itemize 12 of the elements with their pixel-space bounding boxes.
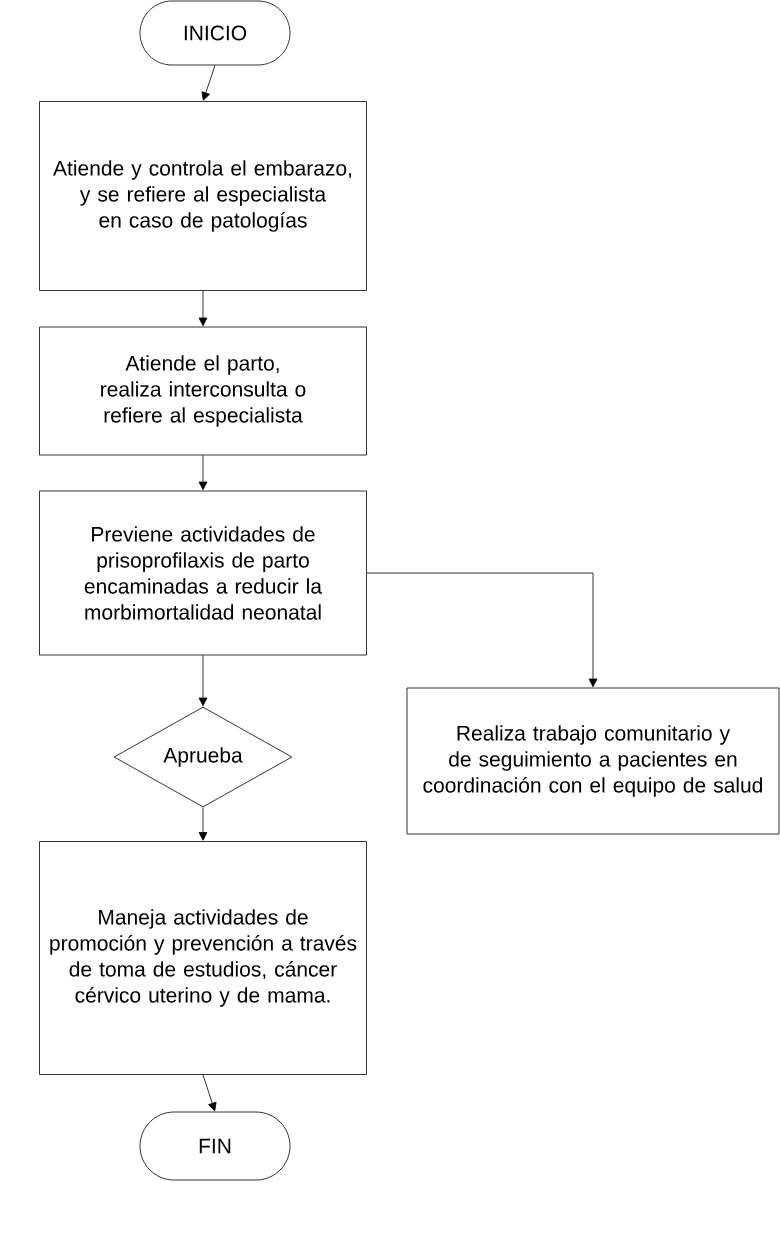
arrow xyxy=(198,655,208,707)
arrow xyxy=(201,65,216,101)
arrow xyxy=(198,807,208,841)
arrow xyxy=(198,455,208,491)
process-box: Atiende el parto, realiza interconsulta o refiere al especialista xyxy=(39,326,367,456)
arrow xyxy=(202,1074,217,1112)
process-box: Previene actividades de prisoprofilaxis de parto encaminadas a reducir la morbimortalidad neonatal xyxy=(39,490,367,656)
process-box: Maneja actividades de promoción y prevención a través de toma de estudios, cáncer cérvico uterino y de mama. xyxy=(39,841,367,1075)
arrow xyxy=(366,572,598,688)
process-box: Atiende y controla el embarazo, y se refiere al especialista en caso de patologías xyxy=(39,101,367,291)
arrow xyxy=(198,290,208,327)
process-box: Realiza trabajo comunitario y de seguimiento a pacientes en coordinación con el equipo de salud xyxy=(406,687,780,835)
